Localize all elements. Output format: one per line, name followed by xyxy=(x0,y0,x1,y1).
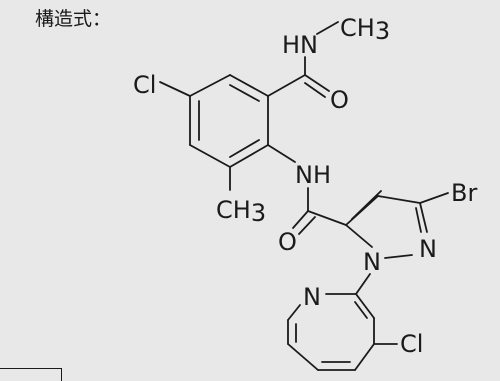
double-bond-inner xyxy=(354,301,368,319)
pyrazole-ring xyxy=(345,190,428,259)
atom-ch3-top: CH3 xyxy=(340,14,390,45)
bond xyxy=(287,343,319,371)
double-bond-inner xyxy=(351,190,382,220)
bond xyxy=(355,273,371,295)
bond-co xyxy=(292,210,309,229)
bond-co-double xyxy=(298,216,316,235)
frame-corner xyxy=(0,368,62,381)
bond xyxy=(316,21,339,35)
bond xyxy=(189,74,231,97)
atom-n-pyridine: N xyxy=(303,283,321,311)
bond xyxy=(419,202,428,233)
bond-co-double xyxy=(304,82,326,98)
bond xyxy=(377,195,421,204)
atom-cl-top: Cl xyxy=(133,71,156,99)
double-bond-inner xyxy=(229,139,260,158)
bond xyxy=(267,74,306,97)
structure-caption: 構造式： xyxy=(35,8,112,30)
double-bond-inner xyxy=(415,207,422,233)
atom-cl-bottom: Cl xyxy=(400,330,423,358)
double-bond-inner xyxy=(229,84,260,102)
bond-co xyxy=(304,74,330,92)
bond xyxy=(229,74,269,97)
bond xyxy=(384,254,413,259)
bond-cl xyxy=(159,81,191,97)
bond xyxy=(354,343,375,371)
benzene-ring xyxy=(189,74,269,168)
atom-hn-top: HN xyxy=(282,31,318,59)
atom-o-top: O xyxy=(330,86,349,114)
pyridine-ring xyxy=(287,293,375,371)
atom-br: Br xyxy=(451,179,477,207)
atom-ch3-ring: CH3 xyxy=(216,196,266,227)
bond xyxy=(229,144,269,168)
atom-nh-amide: NH xyxy=(295,161,331,189)
bond xyxy=(189,144,231,168)
bond-br xyxy=(419,192,449,204)
bond xyxy=(355,293,375,319)
atom-o-mid: O xyxy=(278,228,297,256)
bond xyxy=(267,144,296,163)
bond xyxy=(307,210,347,226)
bond xyxy=(345,224,373,248)
bond xyxy=(287,304,301,321)
atom-n1-pyrazole: N xyxy=(363,248,381,276)
atom-n2-pyrazole: N xyxy=(419,235,437,263)
